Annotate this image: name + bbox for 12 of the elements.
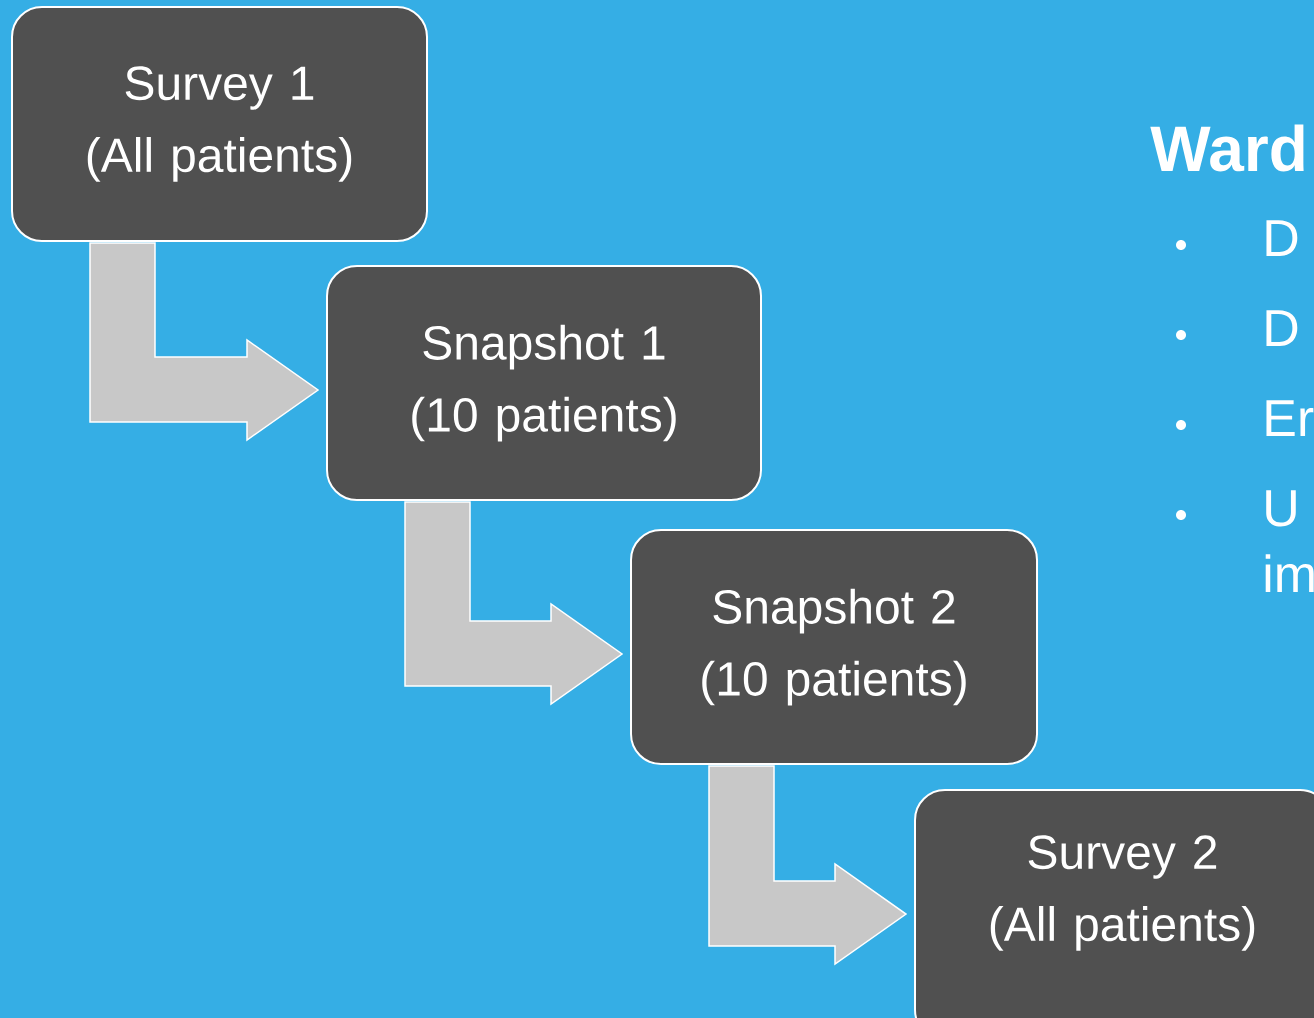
bullet-text: D xyxy=(1266,220,1298,256)
bullet-text: D xyxy=(1266,310,1298,346)
bullet-text: Er xyxy=(1266,400,1314,436)
block-arrow xyxy=(708,765,908,966)
process-box: Survey 1 (All patients) xyxy=(11,6,428,242)
process-box: Snapshot 2 (10 patients) xyxy=(630,529,1038,765)
block-arrow xyxy=(404,501,624,706)
heading: Ward xyxy=(1150,124,1304,172)
block-arrow xyxy=(89,242,320,442)
process-box: Snapshot 1 (10 patients) xyxy=(326,265,762,501)
bullet-text: U im xyxy=(1265,490,1314,592)
process-box: Survey 2 (All patients) xyxy=(914,789,1314,1018)
